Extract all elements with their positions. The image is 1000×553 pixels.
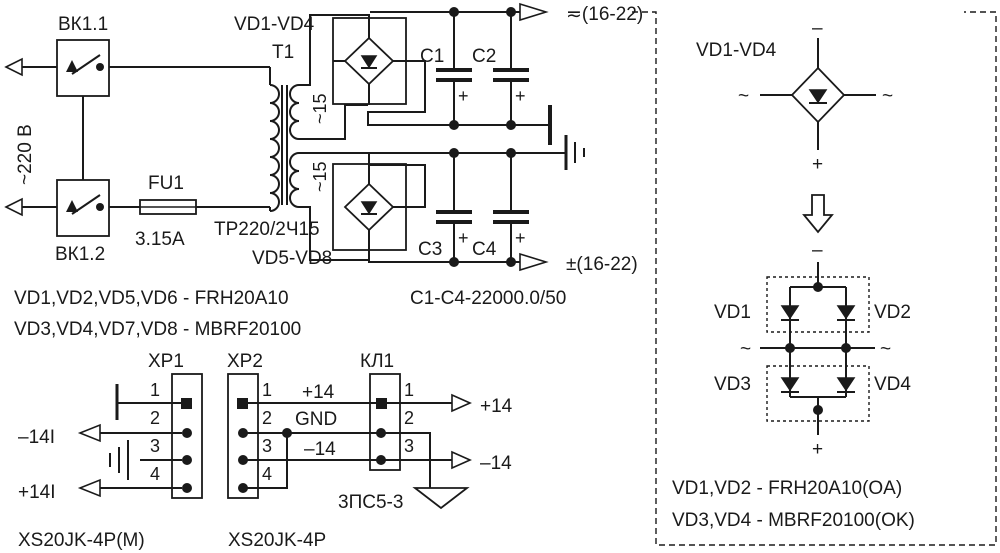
output-bottom-label: ±(16-22) — [566, 254, 638, 275]
cap-c2-plus: + — [515, 86, 526, 106]
inset-plus-top: + — [812, 154, 823, 175]
inset-vd2-label: VD2 — [874, 302, 911, 323]
out-plus-arrow — [451, 393, 472, 413]
inset-tilde-left: ~ — [738, 86, 749, 107]
mains-voltage-label: ~220 В — [15, 124, 36, 185]
inset-title: VD1-VD4 — [696, 40, 777, 61]
inset-plus-bottom: + — [812, 439, 823, 460]
inset-minus-top: – — [812, 18, 823, 39]
inset-note-2: VD3,VD4 - MBRF20100(OK) — [672, 510, 915, 531]
kl1-part-label: 3ПС5-3 — [338, 492, 403, 513]
kl1-label: КЛ1 — [360, 351, 394, 372]
xp2-pin1: 1 — [262, 380, 272, 400]
out-minus-arrow — [451, 450, 472, 470]
in-minus-label: –14I — [18, 427, 55, 448]
transformer-t1: T1 TP220/2Ч15 ~15 ~15 — [109, 14, 370, 261]
cap-c1-plus: + — [458, 86, 469, 106]
xp2-label: XP2 — [227, 351, 263, 372]
mains-input-section: ~220 В ВК1.1 ВК1.2 — [4, 14, 110, 265]
switch-bk1-1-label: ВК1.1 — [58, 14, 108, 35]
mains-terminal-top-arrow — [4, 57, 23, 77]
fuse-ref-label: FU1 — [148, 173, 184, 194]
in-plus-label: +14I — [18, 482, 56, 503]
transform-arrow-icon — [802, 194, 834, 234]
connector-kl1 — [369, 373, 401, 471]
xp1-plus-arrow — [77, 478, 101, 498]
cap-c3-label: C3 — [418, 239, 442, 260]
capacitor-spec-label: C1-C4-22000.0/50 — [410, 288, 566, 309]
connector-xp2 — [227, 373, 259, 499]
out-minus-label: –14 — [480, 453, 512, 474]
diode-note-line2: VD3,VD4,VD7,VD8 - MBRF20100 — [14, 319, 301, 340]
inset-tilde-mid-left: ~ — [740, 339, 751, 360]
xp2-pin3: 3 — [262, 436, 272, 456]
transformer-ref-label: T1 — [272, 42, 294, 63]
xp1-part-label: XS20JK-4P(M) — [18, 530, 145, 551]
inset-tilde-right: ~ — [882, 86, 893, 107]
diode-note-line1: VD1,VD2,VD5,VD6 - FRH20A10 — [14, 288, 289, 309]
output-bottom-arrow — [519, 252, 549, 272]
cap-c4-plus: + — [515, 228, 526, 248]
output-top-label: ≂(16-22) — [566, 4, 643, 25]
capacitor-bank: C1 C2 C3 C4 + + + + C1-C4-22000.0/50 ≂(1… — [368, 2, 643, 309]
xp1-label: XP1 — [148, 351, 184, 372]
bridge-detail-inset: VD1-VD4 – + ~ ~ – — [632, 11, 997, 546]
bridge-lower-label: VD5-VD8 — [252, 248, 332, 269]
inset-vd4-label: VD4 — [874, 374, 911, 395]
net-gnd-label: GND — [295, 409, 337, 430]
kl1-pin2: 2 — [404, 408, 414, 428]
winding-1-label: ~15 — [310, 93, 330, 124]
cap-c2-label: C2 — [472, 46, 496, 67]
inset-tilde-mid-right: ~ — [880, 339, 891, 360]
xp1-pin3: 3 — [150, 436, 160, 456]
switch-bk1-2-label: ВК1.2 — [55, 244, 105, 265]
bridge-vd5-vd8: VD5-VD8 — [252, 153, 426, 269]
inset-vd3-label: VD3 — [714, 374, 751, 395]
net-minus14-label: –14 — [304, 439, 336, 460]
mains-terminal-bottom-arrow — [4, 197, 23, 217]
xp1-pin1: 1 — [150, 380, 160, 400]
xp2-part-label: XS20JK-4P — [228, 530, 326, 551]
net-plus14-label: +14 — [302, 382, 335, 403]
connector-section: XP1 XP2 КЛ1 –14I +14I 1 2 3 4 XS20JK-4P(… — [18, 351, 513, 551]
xp2-pin2: 2 — [262, 408, 272, 428]
output-top-arrow — [519, 2, 549, 22]
out-plus-label: +14 — [480, 396, 513, 417]
cap-c4-label: C4 — [472, 239, 497, 260]
fuse-fu1: FU1 3.15A — [109, 173, 270, 250]
winding-2-label: ~15 — [310, 161, 330, 192]
inset-minus-bottom: – — [812, 240, 823, 261]
kl1-pin3: 3 — [404, 436, 414, 456]
fuse-rating-label: 3.15A — [135, 229, 185, 250]
xp1-minus-arrow — [77, 423, 101, 443]
xp1-pin4: 4 — [150, 464, 160, 484]
ground-triangle — [412, 487, 470, 510]
inset-vd1-label: VD1 — [714, 302, 751, 323]
connector-xp1 — [171, 373, 203, 499]
xp2-pin4: 4 — [262, 464, 272, 484]
transformer-type-label: TP220/2Ч15 — [214, 219, 320, 240]
inset-note-1: VD1,VD2 - FRH20A10(OA) — [672, 478, 902, 499]
kl1-pin1: 1 — [404, 380, 414, 400]
cap-c1-label: C1 — [420, 46, 444, 67]
bridge-upper-label: VD1-VD4 — [234, 14, 315, 35]
xp1-pin2: 2 — [150, 408, 160, 428]
cap-c3-plus: + — [458, 228, 469, 248]
